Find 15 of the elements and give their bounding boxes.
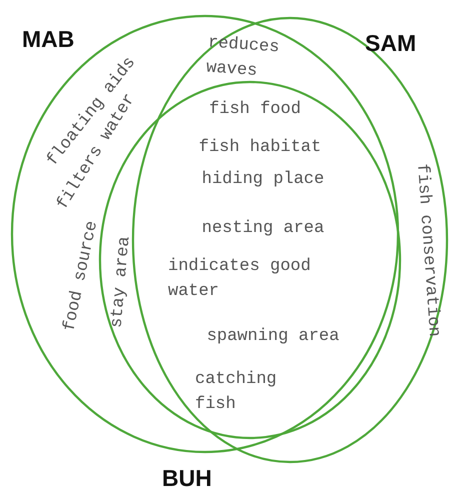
region-label: stay area xyxy=(106,235,136,329)
region-label: catching fish xyxy=(195,369,278,416)
region-label: reduces waves xyxy=(205,32,281,84)
region-label: spawning area xyxy=(206,326,340,348)
region-label: nesting area xyxy=(202,218,324,240)
region-label: hiding place xyxy=(202,168,324,191)
set-ellipse xyxy=(132,16,448,464)
region-label: food source xyxy=(59,218,104,334)
set-title: SAM xyxy=(365,30,416,57)
region-label: indicates good water xyxy=(168,256,312,303)
region-label: fish food xyxy=(209,98,301,121)
set-title: MAB xyxy=(22,26,74,53)
set-title: BUH xyxy=(162,465,212,491)
region-label: fish habitat xyxy=(198,136,322,159)
region-label: fish conservation xyxy=(411,162,444,338)
